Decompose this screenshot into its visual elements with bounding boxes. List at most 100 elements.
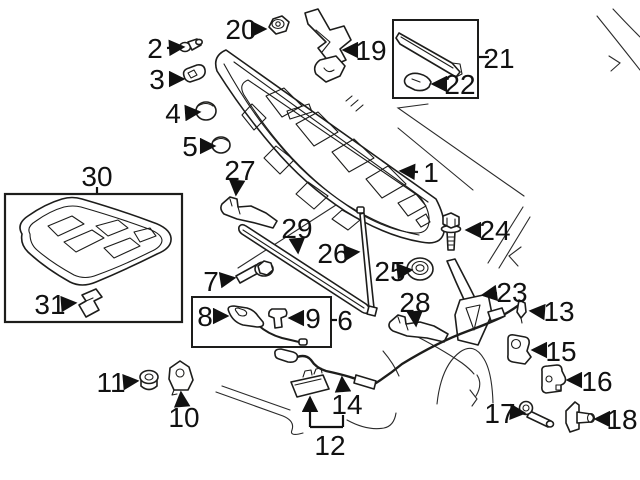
leader-arrow (406, 310, 423, 328)
part-number-label: 28 (399, 287, 430, 318)
part-number-label: 10 (168, 402, 199, 433)
part-number-label: 9 (305, 303, 321, 334)
stud-17-drawing (518, 400, 555, 428)
part-number-label: 24 (479, 215, 510, 246)
part-number-label: 15 (545, 336, 576, 367)
callout-27: 27 (224, 155, 256, 197)
part-number-label: 14 (331, 389, 362, 420)
rod-grommet-drawing (406, 257, 434, 281)
leader-arrow (166, 39, 186, 57)
callout-3: 3 (149, 64, 186, 95)
leader-arrow (173, 390, 191, 408)
callout-7: 7 (203, 266, 237, 297)
callout-26: 26 (317, 238, 361, 269)
leader-arrow (398, 163, 419, 181)
leader-arrow (60, 295, 78, 313)
release-cable-drawing (274, 299, 527, 390)
part-number-label: 23 (496, 277, 527, 308)
callout-1: 1 (398, 157, 439, 188)
part-number-label: 21 (483, 43, 514, 74)
leader-arrow (218, 271, 237, 289)
callout-31: 31 (34, 289, 78, 320)
callout-2: 2 (147, 33, 186, 64)
bracket-10-drawing (168, 360, 194, 396)
part-number-label: 8 (197, 301, 213, 332)
part-number-label: 4 (165, 98, 181, 129)
part-number-label: 17 (484, 398, 515, 429)
part-number-label: 11 (96, 367, 125, 398)
part-number-label: 18 (606, 404, 637, 435)
part-number-label: 3 (149, 64, 165, 95)
callout-16: 16 (565, 366, 613, 397)
part-number-label: 5 (182, 131, 198, 162)
callout-29: 29 (281, 213, 313, 255)
bolt-7-drawing (235, 260, 274, 284)
callout-23: 23 (480, 277, 528, 308)
part-number-label: 25 (374, 256, 405, 287)
leader-arrow (334, 375, 352, 393)
part-number-label: 13 (543, 296, 574, 327)
part-number-label: 19 (355, 35, 386, 66)
part-number-label: 12 (314, 430, 345, 461)
part-number-label: 30 (81, 161, 112, 192)
callout-19: 19 (341, 35, 387, 66)
hinge-bracket-23-drawing (446, 258, 493, 346)
part-number-label: 20 (225, 14, 256, 45)
leader-arrow (122, 373, 140, 391)
bolt-24-drawing (440, 212, 462, 251)
callout-24: 24 (464, 215, 511, 246)
callout-9: 9 (287, 303, 321, 334)
nut-11-drawing (139, 369, 159, 391)
callout-11: 11 (96, 367, 140, 398)
part-number-label: 1 (423, 157, 439, 188)
car-body-outline (215, 8, 640, 436)
leader-arrow (396, 263, 414, 280)
part-number-label: 16 (581, 366, 612, 397)
leader-arrow (480, 284, 499, 302)
bracket-28-drawing (388, 314, 449, 343)
callout-14: 14 (331, 375, 363, 420)
callout-13: 13 (528, 296, 575, 327)
callout-15: 15 (530, 336, 577, 367)
callout-30: 30 (81, 161, 113, 193)
release-handle-drawing (227, 305, 308, 346)
clip-18-drawing (565, 401, 596, 433)
callout-5: 5 (182, 131, 217, 162)
callout-22: 22 (430, 69, 476, 100)
callout-28: 28 (399, 287, 431, 328)
grommet-4-drawing (195, 101, 217, 121)
leader-arrow (228, 179, 246, 197)
leader-arrow (343, 244, 361, 262)
part-number-label: 27 (224, 155, 255, 186)
leader-arrow (184, 104, 202, 122)
bracket-27-drawing (220, 196, 278, 229)
part-number-label: 6 (337, 305, 353, 336)
bracket-15-drawing (507, 334, 532, 365)
grommet-5-drawing (211, 136, 231, 154)
leader-arrow (288, 237, 306, 255)
part-number-label: 22 (444, 69, 475, 100)
callout-12: 12 (301, 395, 346, 461)
molding-strip-drawing (395, 32, 463, 78)
part-number-label: 29 (281, 213, 312, 244)
part-number-label: 7 (203, 266, 219, 297)
hood-insulator-pad-drawing (19, 196, 172, 286)
callout-21: 21 (479, 43, 515, 74)
callout-6: 6 (331, 305, 353, 336)
prop-rod-drawing (356, 206, 378, 317)
callout-17: 17 (484, 398, 527, 429)
leader-arrow (528, 303, 546, 321)
hood-hinge-drawing (304, 8, 352, 83)
striker-plate-drawing (290, 367, 330, 398)
hinge-nut-drawing (268, 15, 290, 35)
callout-25: 25 (374, 256, 414, 287)
pin-fastener-drawing (178, 38, 204, 53)
part-number-label: 26 (317, 238, 348, 269)
leader-arrow (509, 403, 527, 421)
rivet-fastener-drawing (182, 64, 206, 83)
bracket-16-drawing (541, 364, 567, 394)
callout-20: 20 (225, 14, 268, 45)
